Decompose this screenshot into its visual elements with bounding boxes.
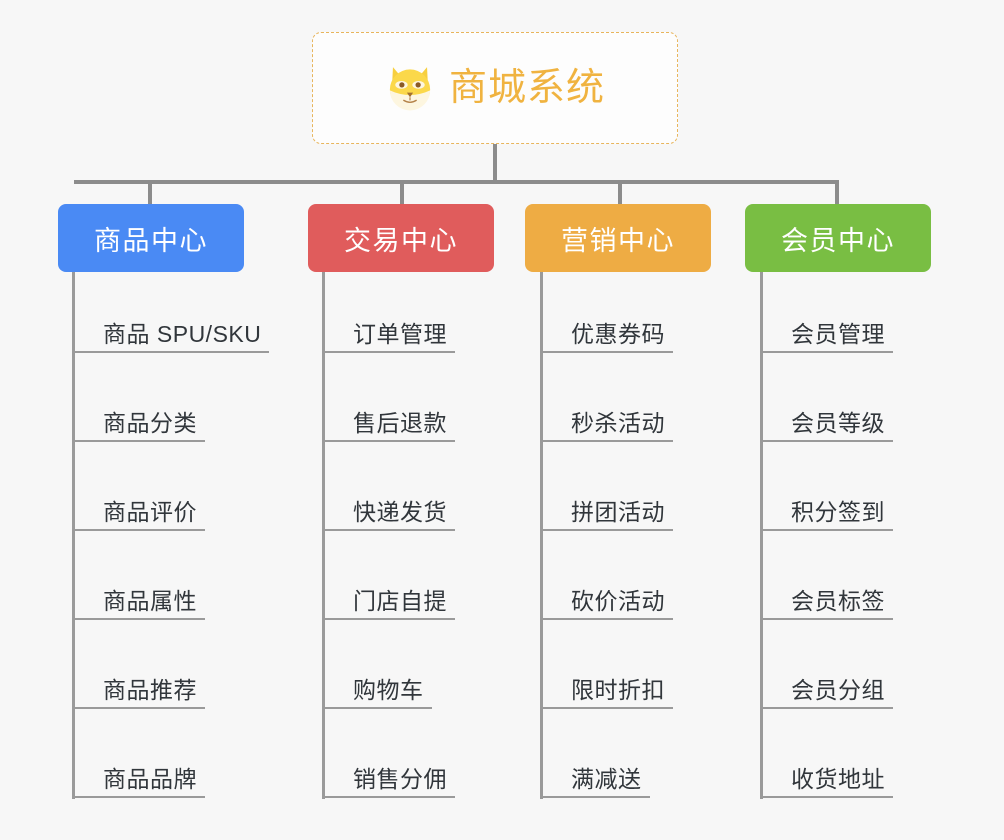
child-item-underline xyxy=(543,440,673,442)
child-item-label: 购物车 xyxy=(353,677,424,703)
child-item-underline xyxy=(763,796,893,798)
child-item-underline xyxy=(75,351,269,353)
column-spine-marketing-center xyxy=(540,272,543,799)
child-item-underline xyxy=(325,796,455,798)
root-title: 商城系统 xyxy=(448,67,605,109)
child-item-underline xyxy=(75,440,205,442)
child-item-underline xyxy=(75,618,205,620)
child-item-underline xyxy=(325,618,455,620)
horizontal-bus-connector xyxy=(74,180,836,184)
child-item-label: 商品属性 xyxy=(103,588,197,614)
child-item-label: 商品 SPU/SKU xyxy=(103,321,262,347)
category-header-product-center[interactable]: 商品中心 xyxy=(58,204,244,272)
child-item-underline xyxy=(543,529,673,531)
category-drop-connector-marketing-center xyxy=(618,180,622,204)
child-item-label: 收货地址 xyxy=(791,766,885,792)
category-drop-connector-trade-center xyxy=(400,180,404,204)
root-connector-stem xyxy=(493,144,497,180)
child-item-label: 优惠券码 xyxy=(571,321,665,347)
child-item-underline xyxy=(75,707,205,709)
child-item-underline xyxy=(763,351,893,353)
child-item-label: 满减送 xyxy=(571,766,642,792)
column-spine-product-center xyxy=(72,272,75,799)
category-header-marketing-center[interactable]: 营销中心 xyxy=(525,204,711,272)
category-drop-connector-product-center xyxy=(148,180,152,204)
child-item-underline xyxy=(763,618,893,620)
child-item-label: 积分签到 xyxy=(791,499,885,525)
category-drop-connector-member-center xyxy=(835,180,839,204)
child-item-underline xyxy=(325,440,455,442)
child-item-label: 限时折扣 xyxy=(571,677,665,703)
column-spine-trade-center xyxy=(322,272,325,799)
child-item-label: 会员等级 xyxy=(791,410,885,436)
child-item-label: 快递发货 xyxy=(353,499,447,525)
child-item-label: 售后退款 xyxy=(353,410,447,436)
child-item-label: 拼团活动 xyxy=(571,499,665,525)
child-item-underline xyxy=(763,707,893,709)
category-header-member-center[interactable]: 会员中心 xyxy=(745,204,931,272)
child-item-label: 会员分组 xyxy=(791,677,885,703)
child-item-underline xyxy=(325,529,455,531)
child-item-underline xyxy=(75,529,205,531)
child-item-underline xyxy=(325,707,432,709)
child-item-underline xyxy=(763,440,893,442)
child-item-underline xyxy=(325,351,455,353)
column-spine-member-center xyxy=(760,272,763,799)
child-item-underline xyxy=(543,351,673,353)
child-item-underline xyxy=(543,618,673,620)
child-item-underline xyxy=(763,529,893,531)
child-item-label: 砍价活动 xyxy=(571,588,665,614)
child-item-label: 商品评价 xyxy=(103,499,197,525)
child-item-label: 订单管理 xyxy=(353,321,447,347)
root-node[interactable]: 商城系统 xyxy=(312,32,678,144)
child-item-label: 商品推荐 xyxy=(103,677,197,703)
child-item-label: 会员管理 xyxy=(791,321,885,347)
child-item-label: 门店自提 xyxy=(353,588,447,614)
child-item-label: 会员标签 xyxy=(791,588,885,614)
shiba-dog-face-icon xyxy=(389,67,431,111)
child-item-label: 商品分类 xyxy=(103,410,197,436)
child-item-label: 秒杀活动 xyxy=(571,410,665,436)
child-item-underline xyxy=(543,707,673,709)
child-item-label: 商品品牌 xyxy=(103,766,197,792)
child-item-label: 销售分佣 xyxy=(353,766,447,792)
category-header-trade-center[interactable]: 交易中心 xyxy=(308,204,494,272)
child-item-underline xyxy=(75,796,205,798)
child-item-underline xyxy=(543,796,650,798)
